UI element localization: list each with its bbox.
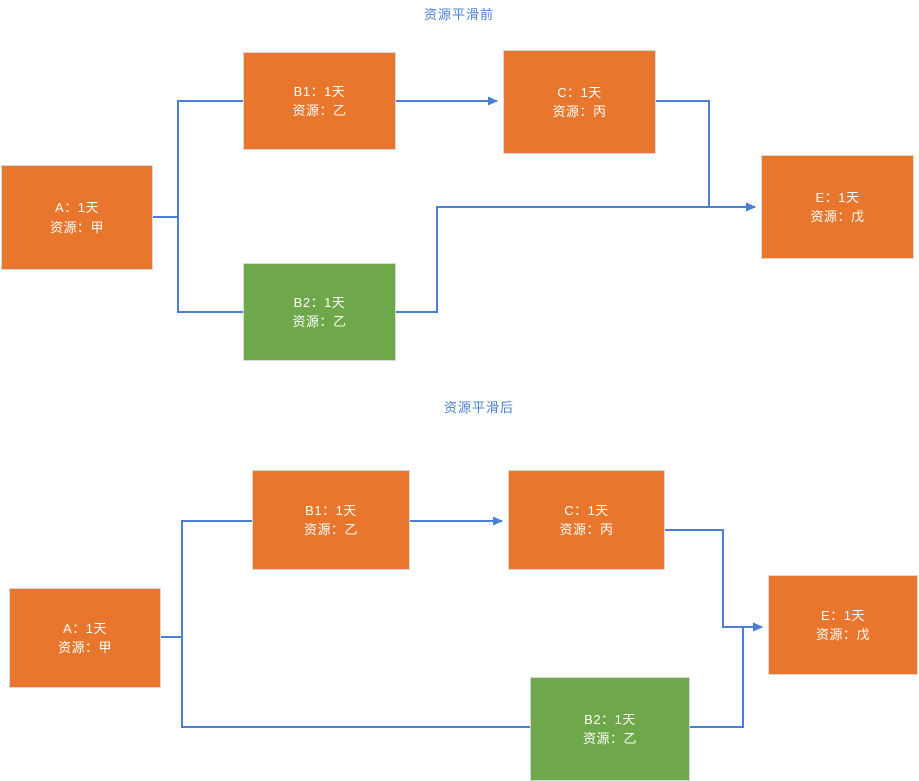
node-label-line2: 资源：甲 bbox=[57, 640, 112, 655]
node-b2-after[interactable]: B2：1天 资源：乙 bbox=[530, 677, 690, 781]
node-label-line2: 资源：甲 bbox=[49, 219, 104, 235]
node-c-after[interactable]: C：1天 资源：丙 bbox=[508, 470, 665, 570]
node-b1-after[interactable]: B1：1天 资源：乙 bbox=[252, 470, 410, 570]
node-label-line2: 资源：乙 bbox=[582, 731, 637, 746]
connector-c-to-e bbox=[656, 100, 756, 212]
section-title-after: 资源平滑后 bbox=[443, 400, 514, 415]
node-c-before[interactable]: C：1天 资源：丙 bbox=[503, 50, 656, 154]
node-b1-before[interactable]: B1：1天 资源：乙 bbox=[243, 52, 396, 150]
node-a-after[interactable]: A：1天 资源：甲 bbox=[9, 588, 161, 688]
connector-c-to-e-after bbox=[665, 529, 763, 632]
node-label-line2: 资源：乙 bbox=[303, 522, 358, 537]
connector-a-to-b1-after bbox=[161, 520, 252, 638]
section-title-before: 资源平滑前 bbox=[423, 7, 494, 22]
node-label-line1: C：1天 bbox=[564, 502, 609, 518]
node-label-line2: 资源：戊 bbox=[810, 209, 865, 224]
node-label-line1: B1：1天 bbox=[305, 502, 357, 518]
node-b2-before[interactable]: B2：1天 资源：乙 bbox=[243, 263, 396, 361]
node-label-line1: B2：1天 bbox=[584, 711, 636, 727]
node-label-line2: 资源：丙 bbox=[559, 522, 614, 537]
node-label-line2: 资源：戊 bbox=[815, 627, 870, 642]
node-label-line1: E：1天 bbox=[821, 607, 865, 623]
node-label-line1: B2：1天 bbox=[293, 294, 346, 310]
node-e-before[interactable]: E：1天 资源：戊 bbox=[761, 155, 914, 259]
node-label-line1: E：1天 bbox=[815, 189, 860, 205]
node-e-after[interactable]: E：1天 资源：戊 bbox=[768, 575, 918, 675]
node-label-line1: C：1天 bbox=[557, 84, 602, 100]
node-a-before[interactable]: A：1天 资源：甲 bbox=[1, 165, 153, 270]
node-label-line1: A：1天 bbox=[55, 200, 99, 215]
node-label-line2: 资源：乙 bbox=[292, 103, 347, 118]
node-label-line2: 资源：乙 bbox=[292, 314, 347, 329]
connector-a-to-b2-after bbox=[161, 636, 530, 728]
connector-b2-to-e bbox=[396, 202, 756, 313]
node-label-line1: A：1天 bbox=[63, 620, 107, 636]
connector-b2-to-e-after bbox=[690, 622, 763, 728]
connector-a-to-b2 bbox=[153, 216, 243, 313]
connector-a-to-b1 bbox=[153, 100, 243, 218]
node-label-line2: 资源：丙 bbox=[552, 104, 607, 119]
node-label-line1: B1：1天 bbox=[293, 83, 346, 99]
